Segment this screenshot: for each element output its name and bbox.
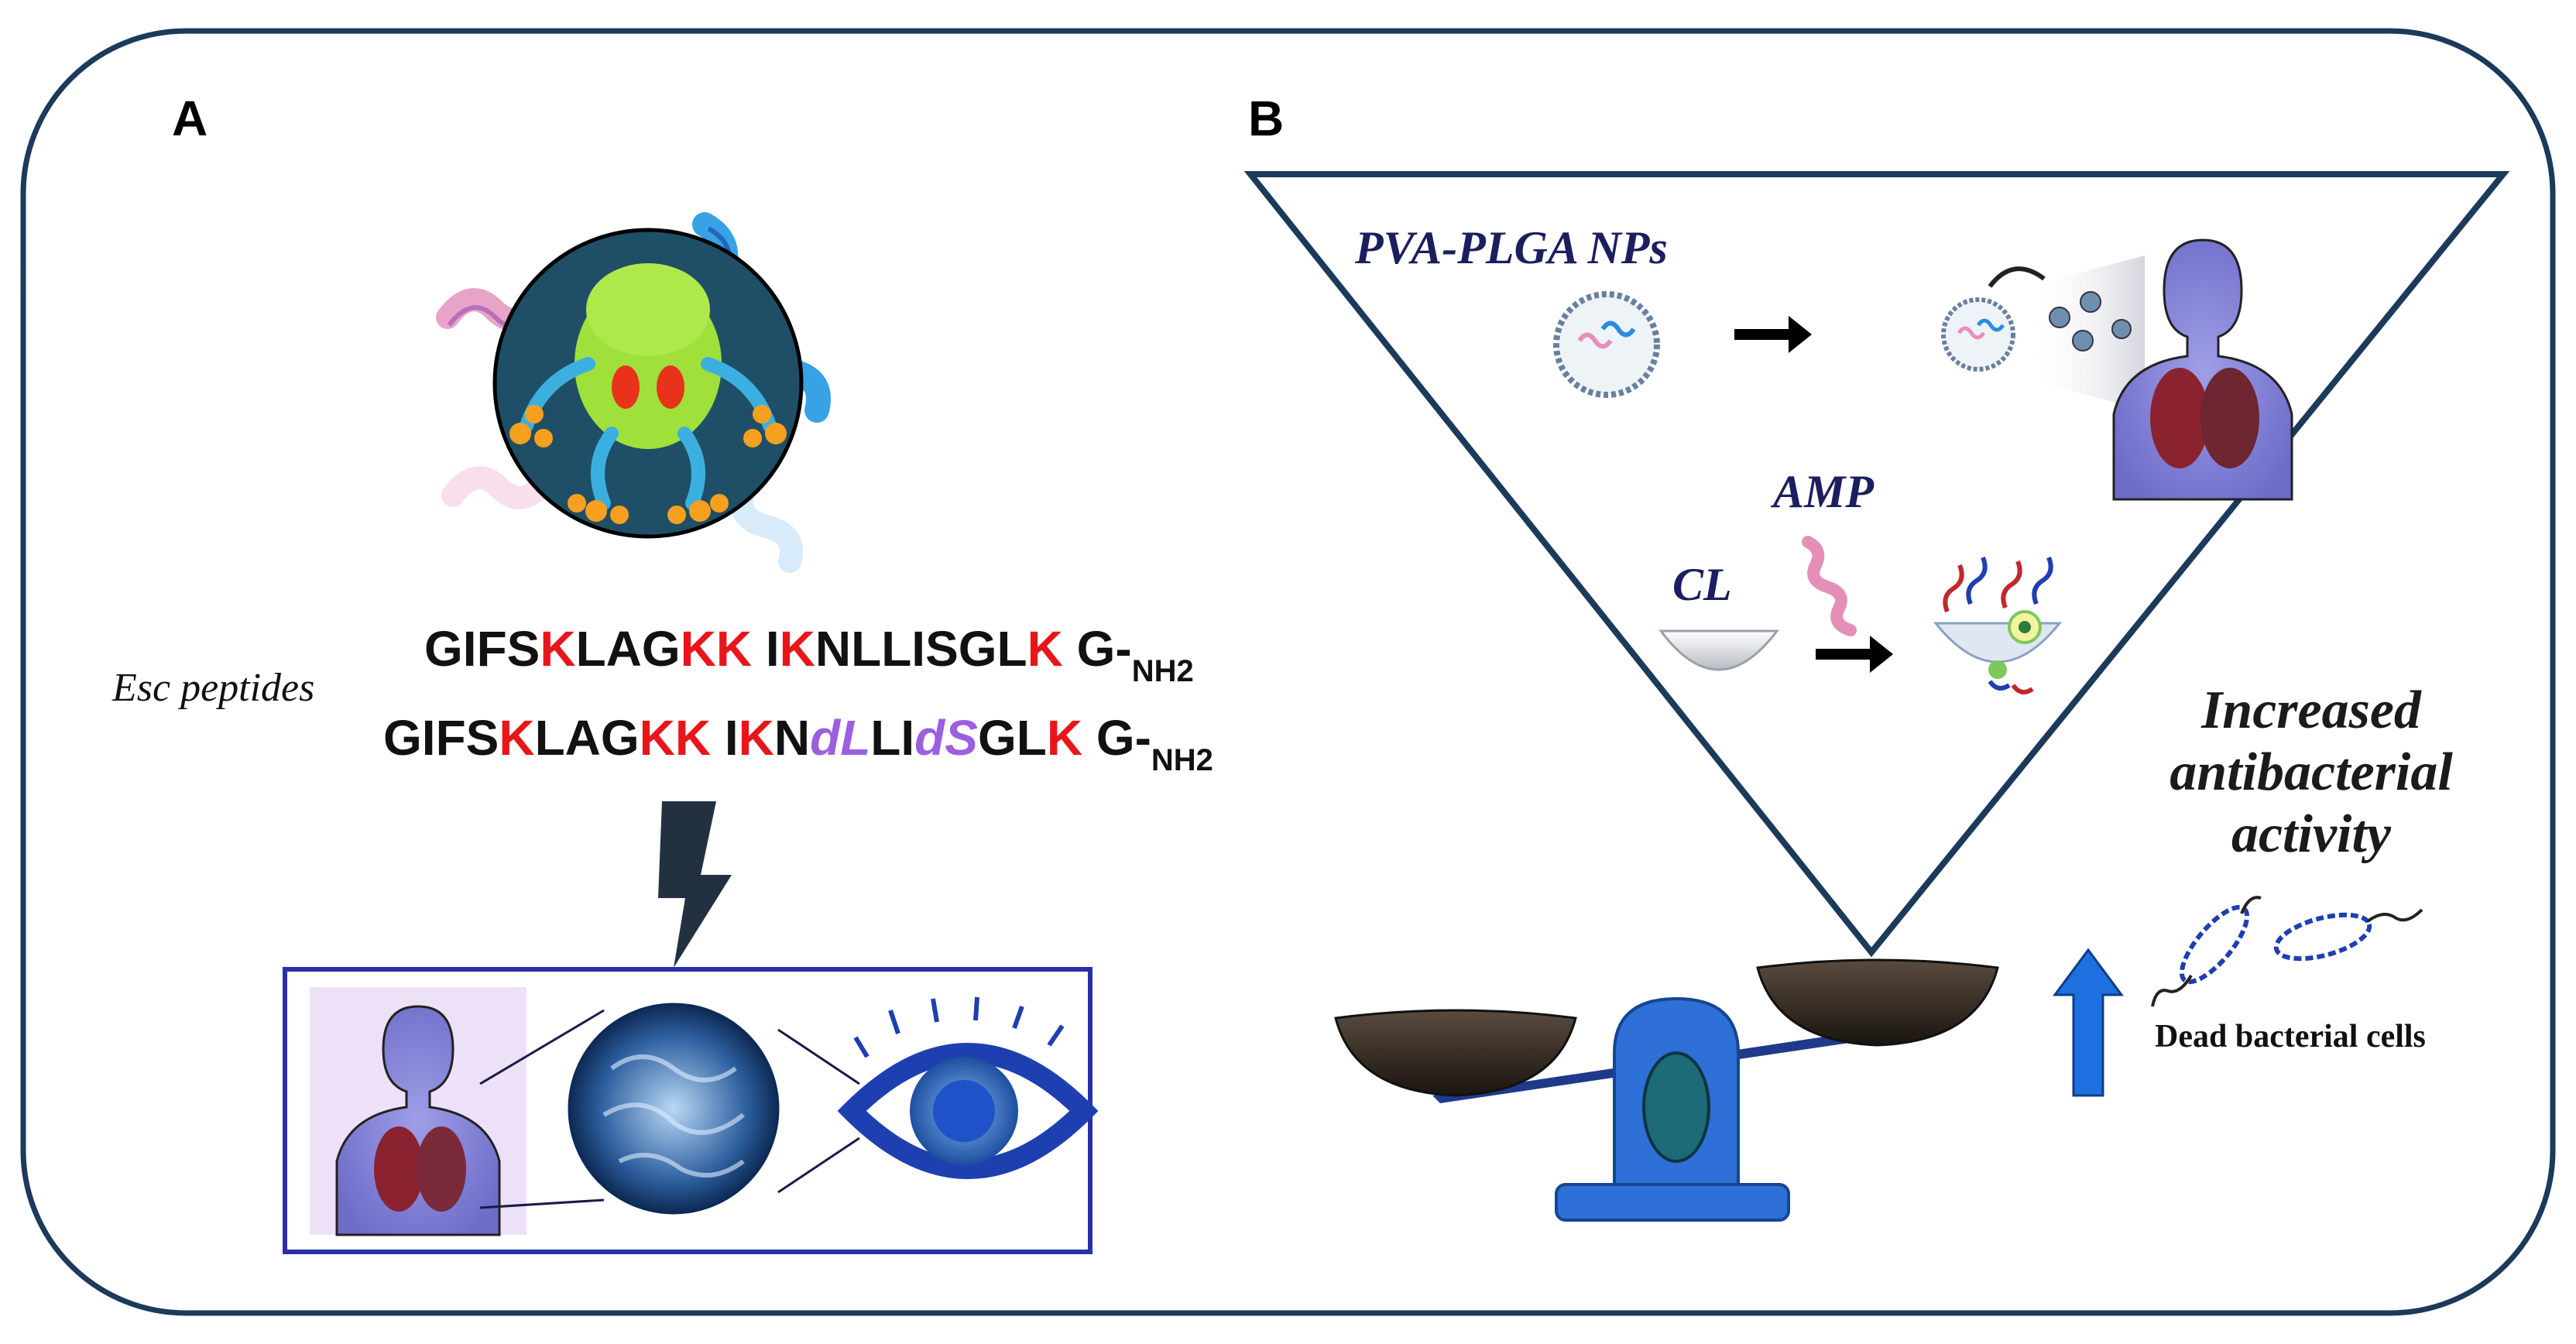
outcome-line-2: antibacterial xyxy=(2170,742,2453,802)
patient-lungs-icon xyxy=(2112,238,2293,501)
peptide-sequence-2: GIFSKLAGKK IKNdLLIdSGLK G-NH2 xyxy=(383,710,1213,777)
biofilm-texture xyxy=(602,1054,745,1178)
frog-icon xyxy=(509,263,787,524)
lightning-bolt-icon xyxy=(658,801,732,968)
contact-lens-icon xyxy=(1658,629,1780,671)
balance-scale-icon xyxy=(1334,958,1999,1222)
biofilm-micrograph-icon xyxy=(568,1003,780,1215)
outcome-line-3: activity xyxy=(2231,804,2392,864)
arrow-right-icon xyxy=(1734,316,1812,353)
dead-cells-label: Dead bacterial cells xyxy=(2155,1019,2426,1054)
lung-body-icon xyxy=(310,987,527,1236)
nanoparticle-icon xyxy=(1553,291,1660,398)
eye-icon xyxy=(837,996,1099,1179)
panel-a-label: A xyxy=(172,91,208,146)
nanoparticle-release-icon xyxy=(1941,255,2145,410)
nanoparticles-label: PVA-PLGA NPs xyxy=(1354,222,1668,273)
amp-helix-icon xyxy=(1802,536,1857,636)
peptide-sequence-1: GIFSKLAGKK IKNLLISGLK G-NH2 xyxy=(424,621,1194,688)
connector-line xyxy=(479,1198,605,1209)
up-arrow-icon xyxy=(2053,948,2124,1097)
arrow-right-icon xyxy=(1816,636,1893,673)
amp-label: AMP xyxy=(1770,466,1875,517)
connector-line xyxy=(479,1009,605,1085)
panel-b-label: B xyxy=(1248,91,1284,146)
esc-peptides-label: Esc peptides xyxy=(111,666,314,710)
connector-line xyxy=(777,1137,860,1194)
dead-bacteria-icon xyxy=(2151,896,2423,1007)
outcome-line-1: Increased xyxy=(2200,681,2422,740)
contact-lens-label: CL xyxy=(1672,559,1732,610)
loaded-lens-icon xyxy=(1933,556,2063,694)
connector-line xyxy=(777,1028,860,1085)
